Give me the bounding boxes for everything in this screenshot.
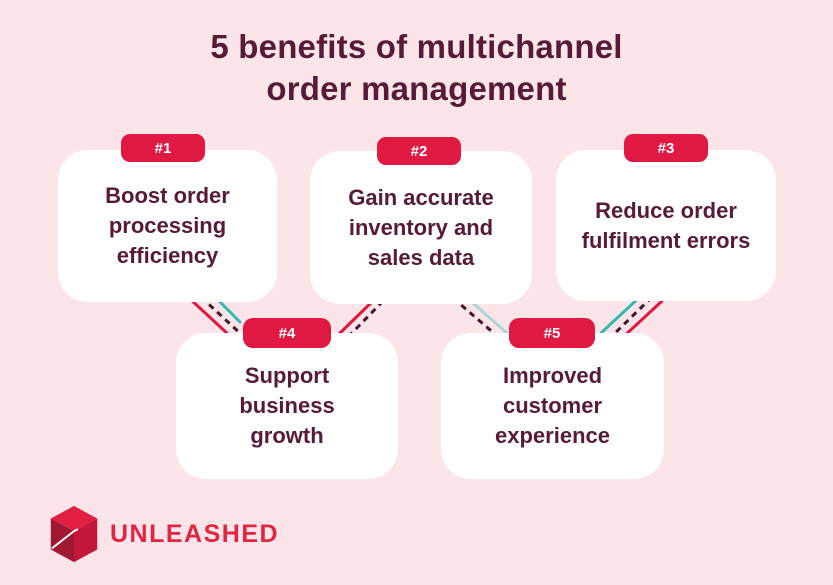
connector-card3-badge5-dashed-line — [610, 295, 654, 338]
page-title-line1: 5 benefits of multichannel — [210, 28, 623, 65]
connector-card1-badge4-red-line — [186, 295, 232, 338]
connector-card1-badge4-dashed-line — [199, 295, 244, 337]
benefit-card-4: Support business growth — [176, 333, 398, 479]
benefit-text-2: Gain accurate inventory and sales data — [348, 184, 494, 270]
benefit-badge-5: #5 — [509, 318, 595, 348]
benefit-card-5: Improved customer experience — [441, 333, 664, 479]
unleashed-logo: UNLEASHED — [48, 504, 279, 564]
connector-card2-badge4-dashed-line — [349, 299, 385, 336]
benefit-text-4: Support business growth — [239, 363, 335, 448]
benefit-card-1: Boost order processing efficiency — [58, 150, 277, 302]
page-title-line2: order management — [266, 70, 567, 107]
benefit-badge-3: #3 — [624, 134, 708, 162]
benefit-badge-1: #1 — [121, 134, 205, 162]
benefit-text-3: Reduce order fulfilment errors — [581, 197, 751, 253]
benefit-card-2: Gain accurate inventory and sales data — [310, 151, 532, 304]
benefit-text-1: Boost order processing efficiency — [105, 183, 230, 268]
benefit-card-3: Reduce order fulfilment errors — [556, 150, 776, 301]
page-title: 5 benefits of multichannel order managem… — [0, 26, 833, 110]
benefit-badge-2: #2 — [377, 137, 461, 165]
cube-icon — [50, 505, 98, 563]
logo-wordmark: UNLEASHED — [110, 520, 280, 548]
benefit-text-5: Improved customer experience — [495, 363, 610, 448]
benefit-badge-4: #4 — [243, 318, 331, 348]
